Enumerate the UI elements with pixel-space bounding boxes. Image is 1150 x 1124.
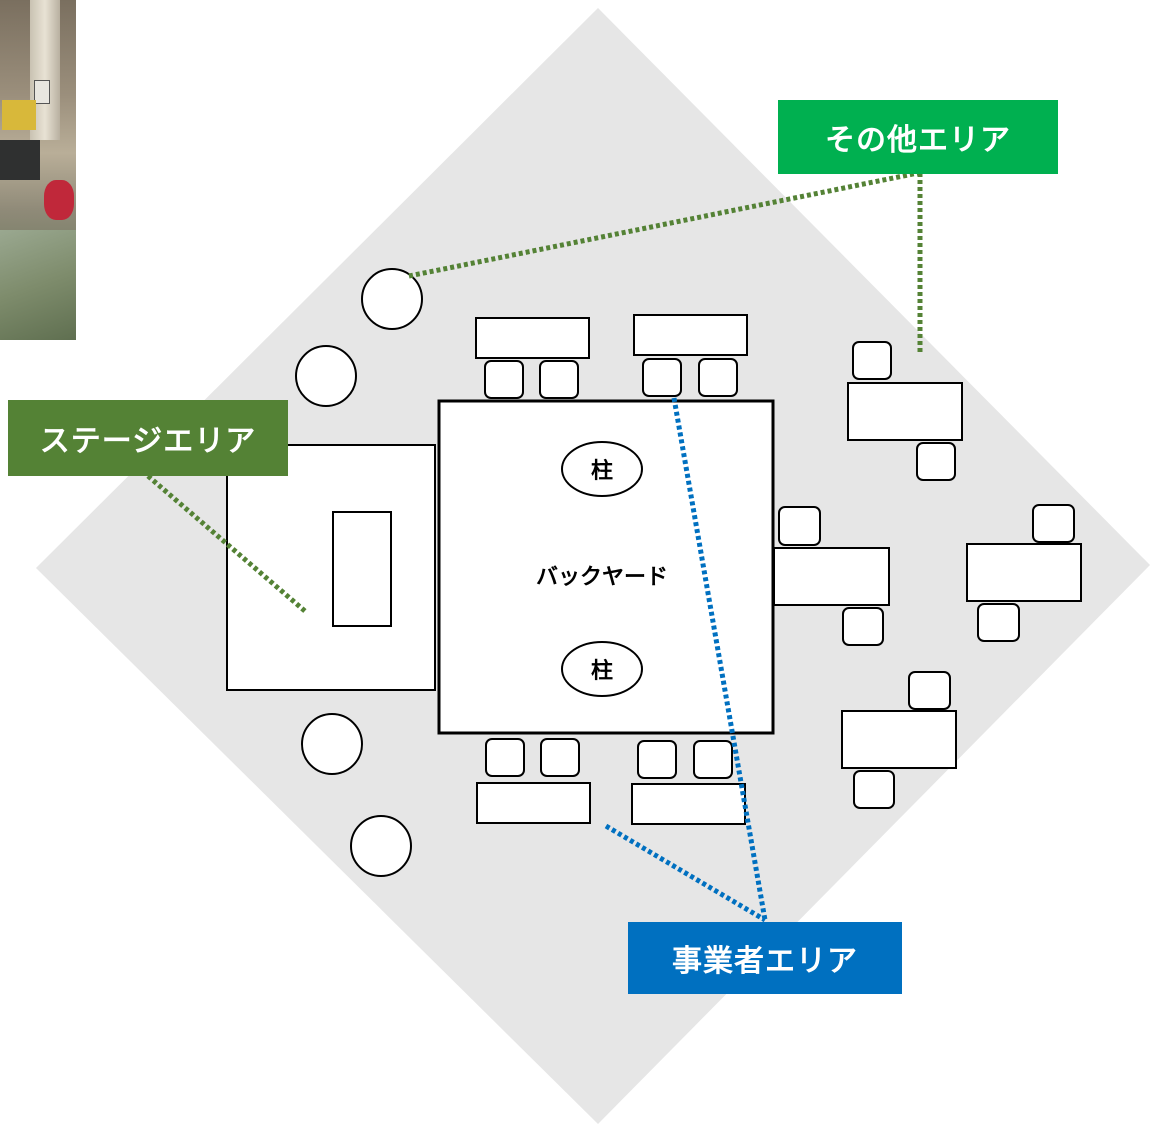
stage-platform <box>226 444 436 691</box>
chair <box>778 506 821 546</box>
vendor-area-label: 事業者エリア <box>628 922 902 994</box>
photo-lamp <box>34 80 50 104</box>
chair <box>637 740 677 779</box>
other-table <box>847 382 963 441</box>
chair <box>540 738 580 777</box>
other-table <box>966 543 1082 602</box>
pillar-bottom-label: 柱 <box>591 659 613 684</box>
chair <box>852 341 892 380</box>
round-seat <box>301 713 363 775</box>
round-seat <box>295 345 357 407</box>
stage-table <box>332 511 392 627</box>
vendor-table <box>476 782 591 824</box>
chair <box>977 603 1020 642</box>
pillar-top-label: 柱 <box>591 459 613 484</box>
photo-sign <box>2 100 36 130</box>
chair <box>853 770 895 809</box>
chair <box>842 607 884 646</box>
other-leader-line <box>408 170 919 279</box>
round-seat <box>361 268 423 330</box>
vendor-leader-line <box>604 823 767 923</box>
backyard-label: バックヤード <box>536 565 668 590</box>
chair <box>693 740 733 779</box>
chair <box>1032 504 1075 543</box>
photo-gate <box>0 140 40 180</box>
photo-person <box>44 180 74 220</box>
stage-area-label: ステージエリア <box>8 400 288 476</box>
chair <box>484 360 524 399</box>
round-seat <box>350 815 412 877</box>
station-photo <box>0 0 76 340</box>
vendor-table <box>631 783 746 825</box>
other-table <box>773 547 890 606</box>
chair <box>908 671 951 710</box>
vendor-leader-line <box>671 397 768 921</box>
pillar-bottom <box>561 641 643 697</box>
pillar-top <box>561 441 643 497</box>
chair <box>698 358 738 397</box>
other-area-label: その他エリア <box>778 100 1058 174</box>
vendor-table <box>633 314 748 356</box>
chair <box>916 442 956 481</box>
chair <box>485 738 525 777</box>
other-table <box>841 710 957 769</box>
vendor-table <box>475 317 590 359</box>
photo-floor <box>0 230 76 340</box>
chair <box>539 360 579 399</box>
chair <box>642 358 682 397</box>
